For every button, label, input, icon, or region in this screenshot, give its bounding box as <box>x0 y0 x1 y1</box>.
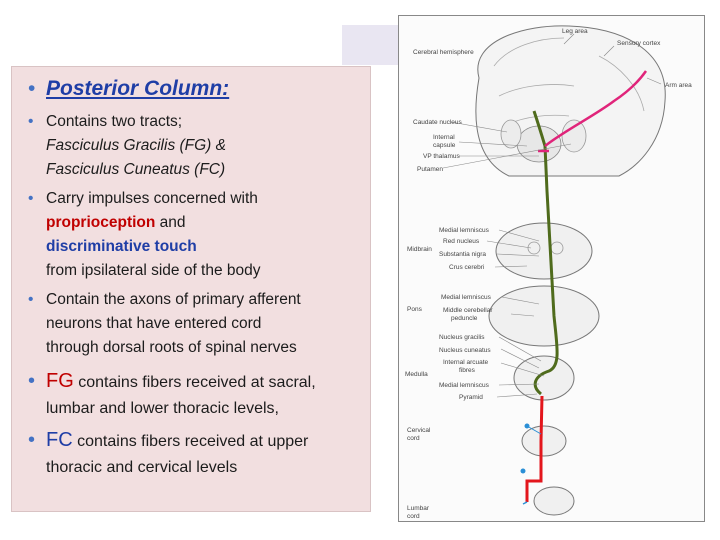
label-cervical-cord: Cervical <box>407 427 431 434</box>
fg-pathway <box>532 110 559 396</box>
label-internal-capsule: Internal <box>433 134 455 141</box>
abbr-fc: FC <box>46 429 73 451</box>
label-putamen: Putamen <box>417 166 443 173</box>
label-medial-lemniscus: Medial lemniscus <box>439 227 490 234</box>
label-cerebral-hemisphere: Cerebral hemisphere <box>413 49 474 56</box>
abbr-fg: FG <box>46 370 74 392</box>
gyri-lines <box>493 37 645 127</box>
pathway-diagram: Leg area Sensory cortex Arm area Cerebra… <box>398 15 705 522</box>
bullet-dot: • <box>28 190 34 207</box>
bullet-text: Contains two tracts; <box>46 113 183 130</box>
bullet-text: from ipsilateral side of the body <box>46 262 261 279</box>
bullet-text: neurons that have entered cord <box>46 315 262 332</box>
leader-lines <box>442 33 662 398</box>
label-pons: Pons <box>407 306 423 313</box>
bullet-text: and <box>155 214 186 231</box>
cervical-root-line <box>526 425 542 435</box>
label-substantia-nigra: Substantia nigra <box>439 251 486 258</box>
bullet-text: through dorsal roots of spinal nerves <box>46 339 297 356</box>
midbrain-outline <box>495 222 593 280</box>
bullet-text: thoracic and cervical levels <box>46 459 238 476</box>
label-leg-area: Leg area <box>562 28 588 35</box>
label-pyramid: Pyramid <box>459 394 483 401</box>
bullet-dot: • <box>28 291 34 308</box>
putamen-shape <box>561 119 587 153</box>
cervical-cord-section <box>521 425 567 457</box>
label-middle-cerebellar-peduncle: Middle cerebellar <box>443 307 493 314</box>
bullet-dot: • <box>28 77 36 100</box>
label-vp-thalamus: VP thalamus <box>423 153 460 160</box>
label-internal-arcuate-fibres: Internal arcuate <box>443 359 489 366</box>
label-caudate-nucleus: Caudate nucleus <box>413 119 463 126</box>
bullet-dot: • <box>28 429 36 451</box>
spinal-input-pathway <box>525 395 544 502</box>
bullet-text: contains fibers received at sacral, <box>73 374 316 391</box>
bullet-dot: • <box>28 113 34 130</box>
label-arm-area: Arm area <box>665 82 692 89</box>
pons-outline <box>488 285 600 347</box>
section-heading: Posterior Column: <box>46 77 230 100</box>
lumbar-cord-section <box>533 486 575 516</box>
label-medial-lemniscus: Medial lemniscus <box>441 294 492 301</box>
bullet-text: Carry impulses concerned with <box>46 190 258 207</box>
lumbar-root-ganglion <box>520 468 526 474</box>
bullet-text: lumbar and lower thoracic levels, <box>46 400 279 417</box>
medulla-outline <box>513 355 575 401</box>
lumbar-root-line <box>522 501 528 505</box>
term-discriminative-touch: discriminative touch <box>46 238 197 255</box>
fc-pathway <box>544 70 648 147</box>
label-lumbar-cord: Lumbar <box>407 505 430 512</box>
label-internal-capsule: capsule <box>433 142 456 149</box>
label-middle-cerebellar-peduncle: peduncle <box>451 315 478 322</box>
label-lumbar-cord: cord <box>407 513 420 520</box>
label-crus-cerebri: Crus cerebri <box>449 264 484 271</box>
bullet-text: Contain the axons of primary afferent <box>46 291 301 308</box>
term-proprioception: proprioception <box>46 214 156 231</box>
bullet-text: Fasciculus Cuneatus (FC) <box>46 161 226 178</box>
title-accent-box <box>342 25 400 65</box>
label-medulla: Medulla <box>405 371 428 378</box>
bullet-text: contains fibers received at upper <box>72 433 309 450</box>
label-nucleus-gracilis: Nucleus gracilis <box>439 334 485 341</box>
label-internal-arcuate-fibres: fibres <box>459 367 476 374</box>
bullet-text: Fasciculus Gracilis (FG) & <box>46 137 226 154</box>
label-sensory-cortex: Sensory cortex <box>617 40 661 47</box>
cerebral-hemisphere-outline <box>475 25 666 177</box>
label-nucleus-cuneatus: Nucleus cuneatus <box>439 347 491 354</box>
label-red-nucleus: Red nucleus <box>443 238 480 245</box>
label-cervical-cord: cord <box>407 435 420 442</box>
caudate-shape <box>500 119 522 149</box>
red-nucleus-shape <box>527 241 541 255</box>
bullet-dot: • <box>28 370 36 392</box>
dorsal-column-pathway-figure: Leg area Sensory cortex Arm area Cerebra… <box>405 25 692 520</box>
label-medial-lemniscus: Medial lemniscus <box>439 382 490 389</box>
label-midbrain: Midbrain <box>407 246 432 253</box>
text-panel: • Posterior Column: • Contains two tract… <box>11 66 371 512</box>
